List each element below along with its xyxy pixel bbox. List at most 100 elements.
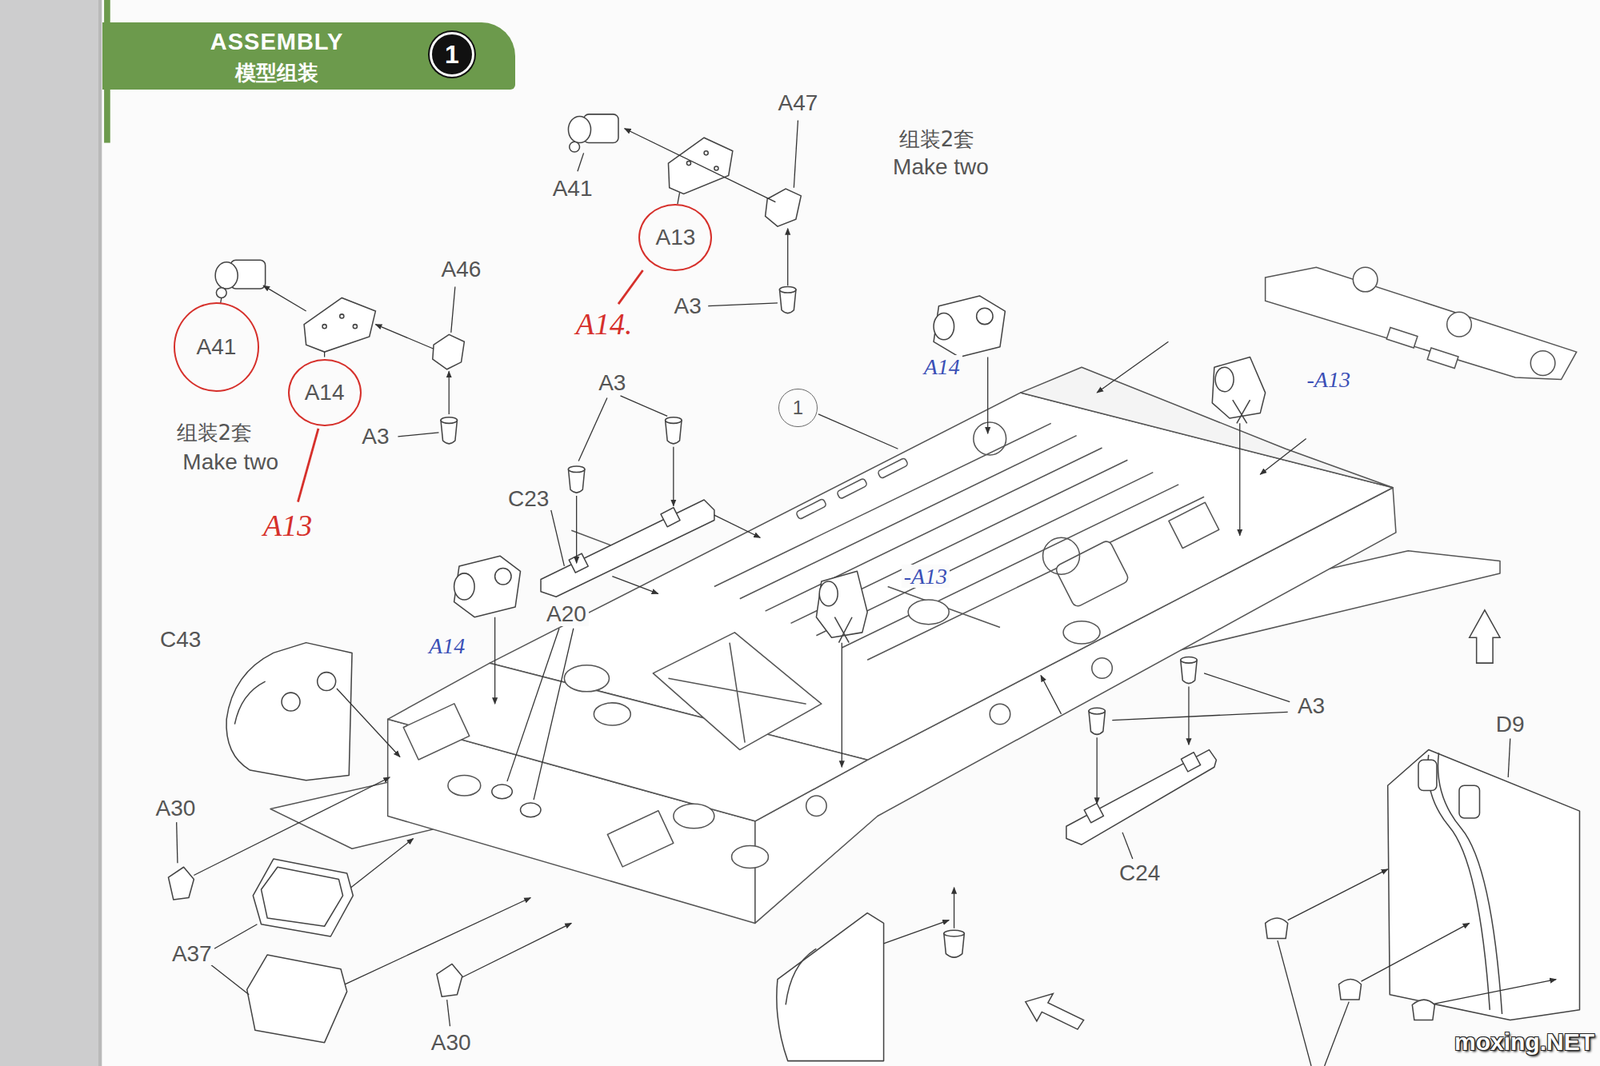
assembly-arrow <box>176 822 178 864</box>
hull <box>841 484 1179 648</box>
sub-assembly <box>215 114 801 444</box>
hull <box>571 530 612 546</box>
parts <box>568 466 584 473</box>
hull <box>888 586 1000 628</box>
hull <box>1168 502 1220 548</box>
part-number: A30 <box>152 796 198 820</box>
handwritten-note: -A13 <box>901 564 950 588</box>
part-number: A37 <box>169 942 215 966</box>
sub-assembly <box>568 116 591 143</box>
assembly-arrow <box>620 396 668 417</box>
parts <box>1459 785 1480 819</box>
sub-assembly <box>569 141 580 152</box>
assembly-arrow <box>1188 686 1189 745</box>
parts <box>1265 918 1288 940</box>
tab-text-area: ASSEMBLY模型组装 <box>102 22 452 90</box>
parts <box>785 948 816 1005</box>
parts <box>168 296 1580 1062</box>
assembly-arrow <box>1277 940 1312 1066</box>
parts <box>234 681 265 725</box>
leader-line <box>324 352 325 357</box>
assembly-arrow <box>818 414 898 449</box>
parts <box>1180 656 1197 664</box>
assembly-arrow <box>1361 923 1470 982</box>
red-mark <box>618 270 644 304</box>
assembly-arrow <box>447 1000 451 1027</box>
parts <box>436 964 463 997</box>
assembly-arrow <box>1096 737 1098 804</box>
roof-plate <box>1447 312 1472 337</box>
sub-assembly <box>215 262 238 289</box>
assembly-arrow <box>1434 980 1556 1005</box>
sub-assembly <box>779 286 796 293</box>
hull <box>877 457 909 479</box>
hull <box>714 423 1052 587</box>
red-circle: A14 <box>288 359 362 427</box>
assembly-arrow <box>612 576 658 595</box>
parts <box>834 617 852 644</box>
parts <box>1428 755 1491 1011</box>
parts <box>976 308 993 324</box>
hull <box>668 643 806 744</box>
sub-assembly <box>704 151 708 156</box>
sub-assembly <box>714 166 719 171</box>
hull <box>1092 658 1113 680</box>
handwritten-note: A13 <box>260 510 315 543</box>
parts <box>252 859 353 937</box>
hull <box>448 775 481 796</box>
assembly-arrow <box>533 628 574 800</box>
leader-line <box>375 324 434 350</box>
leader-line <box>263 285 307 312</box>
parts <box>1437 752 1502 1015</box>
note: Make two <box>890 155 992 179</box>
hull <box>270 367 1500 924</box>
parts <box>1388 750 1580 1021</box>
hull <box>593 703 631 726</box>
parts <box>568 553 588 573</box>
part-number: A30 <box>428 1031 474 1055</box>
header-tab: ASSEMBLY模型组装1 <box>102 22 516 90</box>
assembly-arrow <box>1288 869 1388 921</box>
red-mark <box>297 428 319 503</box>
part-number: A41 <box>196 336 236 359</box>
parts <box>226 643 352 781</box>
part-number: A46 <box>439 257 484 281</box>
assembly-arrow <box>714 515 760 538</box>
note-zh: 组装2套 <box>896 128 978 151</box>
assembly-arrow <box>672 447 674 507</box>
parts <box>665 417 682 424</box>
leader-line <box>448 371 450 415</box>
leader-line <box>577 152 584 172</box>
part-number: A20 <box>544 602 589 626</box>
sub-assembly <box>352 324 357 329</box>
hull <box>564 665 609 692</box>
note: Make two <box>180 450 281 474</box>
leader-line <box>677 192 680 204</box>
assembly-arrow <box>841 643 843 768</box>
hull <box>1043 537 1080 575</box>
assembly-arrow <box>1204 673 1290 703</box>
parts <box>261 867 344 927</box>
parts <box>933 313 955 340</box>
parts <box>816 571 868 638</box>
assembly-arrow <box>1508 739 1511 778</box>
part-number: C24 <box>1116 861 1163 885</box>
hull <box>765 448 1103 612</box>
assembly-arrow <box>1122 832 1133 860</box>
sub-assembly <box>304 297 376 352</box>
hull <box>607 811 673 868</box>
part-number: C23 <box>505 487 552 511</box>
part-number: A47 <box>776 91 821 115</box>
step-number: 1 <box>429 32 475 77</box>
parts <box>1180 752 1200 772</box>
paper <box>102 0 1600 1066</box>
hull <box>836 478 868 500</box>
assembly-arrow <box>176 341 1556 1066</box>
assembly-arrow <box>1260 439 1306 476</box>
part-number: A3 <box>596 371 628 395</box>
roof-plate <box>1352 267 1378 292</box>
assembly-arrow <box>1040 675 1062 714</box>
